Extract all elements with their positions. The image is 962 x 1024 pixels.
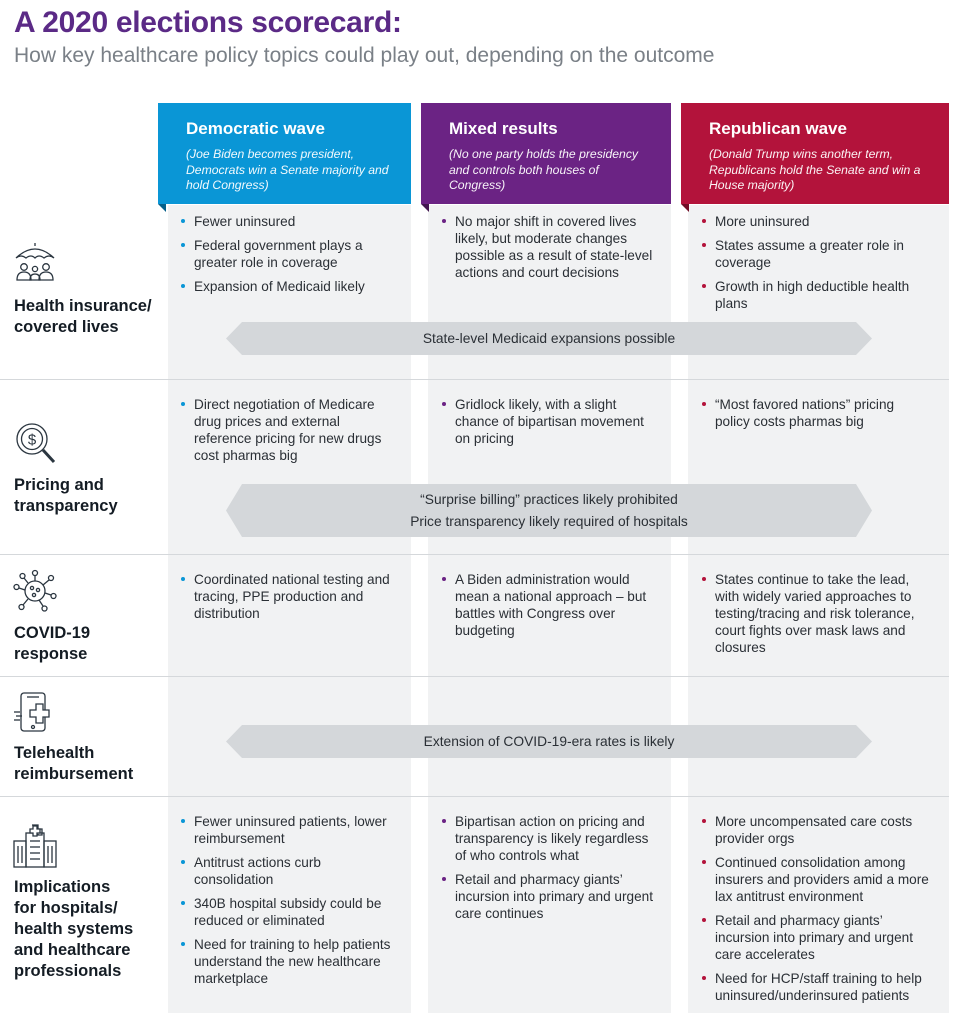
list-item: Gridlock likely, with a slight chance of… bbox=[441, 396, 656, 447]
shared-outcome-banner: State-level Medicaid expansions possible bbox=[226, 322, 872, 355]
virus-icon bbox=[13, 569, 57, 612]
insurance-mixed-list: No major shift in covered lives likely, … bbox=[441, 213, 661, 288]
covid-mixed-list: A Biden administration would mean a nati… bbox=[441, 571, 656, 646]
row-label-hospitals: Implications for hospitals/ health syste… bbox=[14, 877, 133, 982]
list-item: Retail and pharmacy giants’ incursion in… bbox=[441, 871, 656, 922]
shared-outcome-banner: Extension of COVID-19-era rates is likel… bbox=[226, 725, 872, 758]
header-subtitle: (Joe Biden becomes president, Democrats … bbox=[186, 147, 389, 192]
list-item: Antitrust actions curb consolidation bbox=[180, 854, 398, 888]
insurance-republican-list: More uninsured States assume a greater r… bbox=[701, 213, 923, 319]
banner-text: Extension of COVID-19-era rates is likel… bbox=[423, 733, 675, 749]
list-item: A Biden administration would mean a nati… bbox=[441, 571, 656, 639]
header-fold bbox=[421, 204, 429, 212]
row-divider bbox=[0, 796, 949, 797]
mixed-results-header: Mixed results (No one party holds the pr… bbox=[421, 103, 671, 204]
list-item: No major shift in covered lives likely, … bbox=[441, 213, 661, 281]
row-label-covid: COVID-19 response bbox=[14, 623, 90, 665]
row-label-line: Health insurance/ bbox=[14, 297, 152, 315]
svg-text:$: $ bbox=[28, 432, 37, 449]
header-title: Mixed results bbox=[449, 119, 558, 138]
row-label-line: covered lives bbox=[14, 318, 119, 336]
list-item: Fewer uninsured patients, lower reimburs… bbox=[180, 813, 398, 847]
covid-republican-list: States continue to take the lead, with w… bbox=[701, 571, 931, 663]
header-fold bbox=[158, 204, 166, 212]
list-item: Federal government plays a greater role … bbox=[180, 237, 395, 271]
list-item: Bipartisan action on pricing and transpa… bbox=[441, 813, 656, 864]
row-label-insurance: Health insurance/ covered lives bbox=[14, 296, 152, 338]
list-item: Retail and pharmacy giants’ incursion in… bbox=[701, 912, 933, 963]
row-label-line: professionals bbox=[14, 962, 122, 980]
list-item: Direct negotiation of Medicare drug pric… bbox=[180, 396, 395, 464]
list-item: 340B hospital subsidy could be reduced o… bbox=[180, 895, 398, 929]
list-item: States continue to take the lead, with w… bbox=[701, 571, 931, 656]
list-item: Need for HCP/staff training to help unin… bbox=[701, 970, 933, 1004]
row-label-line: response bbox=[14, 645, 88, 663]
dollar-magnifier-icon: $ bbox=[16, 423, 56, 464]
row-divider bbox=[0, 379, 949, 380]
banner-text: “Surprise billing” practices likely proh… bbox=[420, 491, 678, 507]
shared-outcome-banner: “Surprise billing” practices likely proh… bbox=[226, 484, 872, 537]
header-subtitle: (Donald Trump wins another term, Republi… bbox=[709, 147, 921, 192]
list-item: “Most favored nations” pricing policy co… bbox=[701, 396, 911, 430]
header-subtitle: (No one party holds the presidency and c… bbox=[449, 147, 639, 192]
header-title: Republican wave bbox=[709, 119, 847, 138]
hospitals-democratic-list: Fewer uninsured patients, lower reimburs… bbox=[180, 813, 398, 994]
row-divider bbox=[0, 676, 949, 677]
row-label-pricing: Pricing and transparency bbox=[14, 475, 118, 517]
insurance-democratic-list: Fewer uninsured Federal government plays… bbox=[180, 213, 395, 302]
banner-text: State-level Medicaid expansions possible bbox=[422, 330, 676, 346]
list-item: Fewer uninsured bbox=[180, 213, 395, 230]
row-divider bbox=[0, 554, 949, 555]
list-item: Expansion of Medicaid likely bbox=[180, 278, 395, 295]
pricing-democratic-list: Direct negotiation of Medicare drug pric… bbox=[180, 396, 395, 471]
list-item: More uncompensated care costs provider o… bbox=[701, 813, 933, 847]
hospital-building-icon bbox=[13, 824, 57, 868]
pricing-mixed-list: Gridlock likely, with a slight chance of… bbox=[441, 396, 656, 454]
row-label-line: COVID-19 bbox=[14, 624, 91, 642]
header-fold bbox=[681, 204, 689, 212]
umbrella-family-icon bbox=[15, 243, 55, 281]
banner-text: Price transparency likely required of ho… bbox=[410, 513, 688, 529]
row-label-telehealth: Telehealth reimbursement bbox=[14, 743, 133, 785]
page-title: A 2020 elections scorecard: bbox=[14, 6, 402, 39]
row-label-line: Telehealth bbox=[14, 744, 95, 762]
republican-wave-header: Republican wave (Donald Trump wins anoth… bbox=[681, 103, 949, 204]
democratic-wave-header: Democratic wave (Joe Biden becomes presi… bbox=[158, 103, 411, 204]
hospitals-mixed-list: Bipartisan action on pricing and transpa… bbox=[441, 813, 656, 929]
list-item: States assume a greater role in coverage bbox=[701, 237, 923, 271]
list-item: Need for training to help patients under… bbox=[180, 936, 398, 987]
page-subtitle: How key healthcare policy topics could p… bbox=[14, 44, 715, 67]
row-label-line: reimbursement bbox=[14, 765, 134, 783]
row-label-line: Implications bbox=[14, 878, 111, 896]
row-label-line: transparency bbox=[14, 497, 118, 515]
header-title: Democratic wave bbox=[186, 119, 325, 138]
row-label-line: for hospitals/ bbox=[14, 899, 118, 917]
row-label-line: and healthcare bbox=[14, 941, 131, 959]
telehealth-device-icon bbox=[14, 692, 50, 732]
pricing-republican-list: “Most favored nations” pricing policy co… bbox=[701, 396, 911, 437]
list-item: More uninsured bbox=[701, 213, 923, 230]
row-label-line: Pricing and bbox=[14, 476, 104, 494]
list-item: Coordinated national testing and tracing… bbox=[180, 571, 390, 622]
row-label-line: health systems bbox=[14, 920, 134, 938]
list-item: Growth in high deductible health plans bbox=[701, 278, 923, 312]
hospitals-republican-list: More uncompensated care costs provider o… bbox=[701, 813, 933, 1011]
list-item: Continued consolidation among insurers a… bbox=[701, 854, 933, 905]
covid-democratic-list: Coordinated national testing and tracing… bbox=[180, 571, 390, 629]
